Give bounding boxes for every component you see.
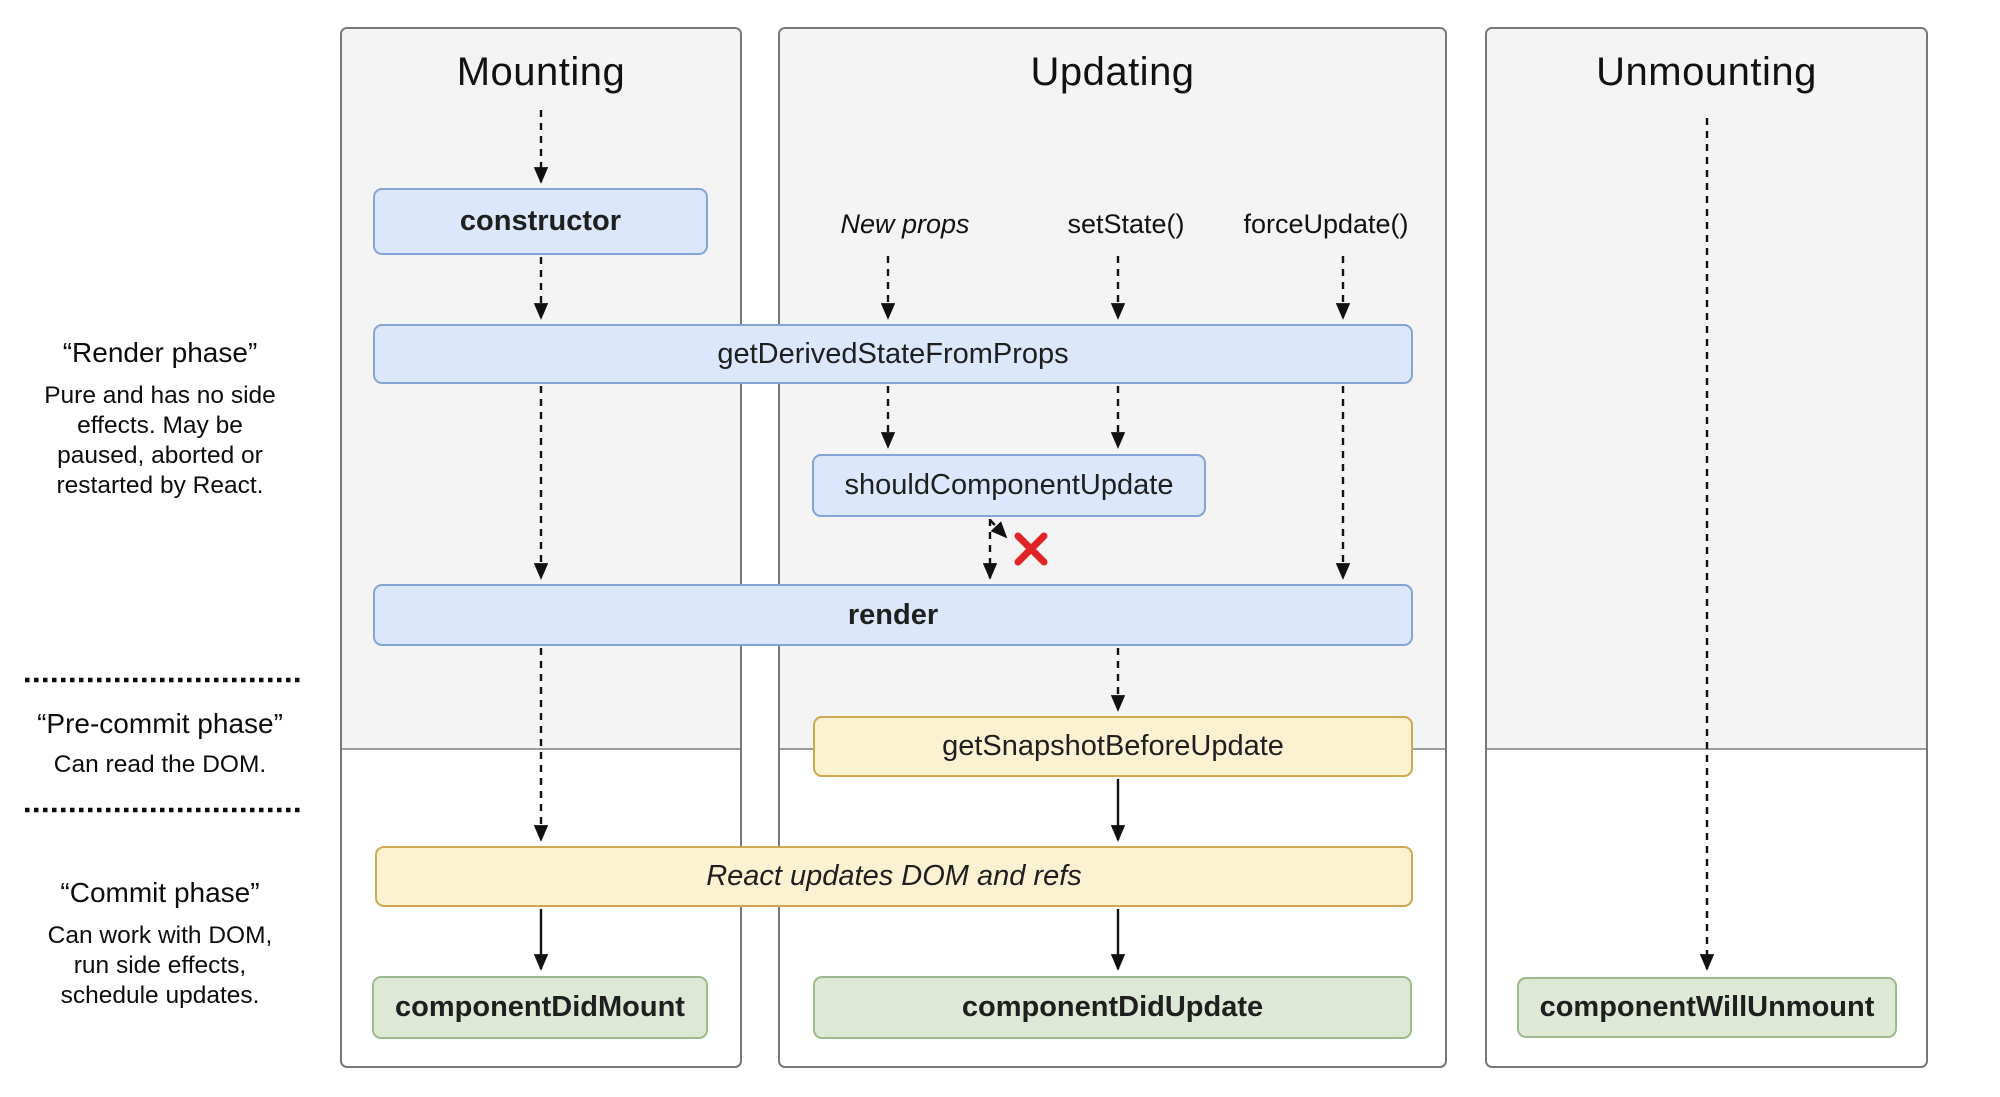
node-component-did-update: componentDidUpdate bbox=[813, 976, 1412, 1039]
column-title-unmounting: Unmounting bbox=[1596, 50, 1817, 94]
skip-update-x-icon bbox=[1014, 532, 1048, 566]
phase-label-render: “Render phase” Pure and has no side effe… bbox=[20, 336, 300, 501]
node-should-component-update: shouldComponentUpdate bbox=[812, 454, 1206, 517]
arrow-shouldupdate-false-branch bbox=[989, 519, 1008, 539]
trigger-new-props: New props bbox=[840, 209, 970, 239]
phase-desc-render: Pure and has no side effects. May be pau… bbox=[44, 382, 276, 499]
node-get-snapshot-before-update: getSnapshotBeforeUpdate bbox=[813, 716, 1413, 777]
phase-desc-pre-commit: Can read the DOM. bbox=[53, 751, 267, 778]
node-render: render bbox=[373, 584, 1413, 646]
phase-title-render: “Render phase” bbox=[62, 337, 258, 368]
node-get-derived-state-from-props: getDerivedStateFromProps bbox=[373, 324, 1413, 384]
node-constructor: constructor bbox=[373, 188, 708, 255]
trigger-force-update: forceUpdate() bbox=[1243, 209, 1409, 239]
node-component-did-mount: componentDidMount bbox=[372, 976, 708, 1039]
phase-desc-commit: Can work with DOM, run side effects, sch… bbox=[47, 922, 273, 1009]
trigger-set-state: setState() bbox=[1067, 209, 1185, 239]
phase-label-commit: “Commit phase” Can work with DOM, run si… bbox=[20, 876, 300, 1011]
phase-title-commit: “Commit phase” bbox=[60, 877, 260, 908]
phase-label-pre-commit: “Pre-commit phase” Can read the DOM. bbox=[20, 707, 300, 780]
column-title-mounting: Mounting bbox=[456, 50, 626, 94]
node-react-updates-dom: React updates DOM and refs bbox=[375, 846, 1413, 907]
column-title-updating: Updating bbox=[1030, 50, 1195, 94]
node-component-will-unmount: componentWillUnmount bbox=[1517, 977, 1897, 1038]
phase-title-pre-commit: “Pre-commit phase” bbox=[37, 708, 283, 739]
